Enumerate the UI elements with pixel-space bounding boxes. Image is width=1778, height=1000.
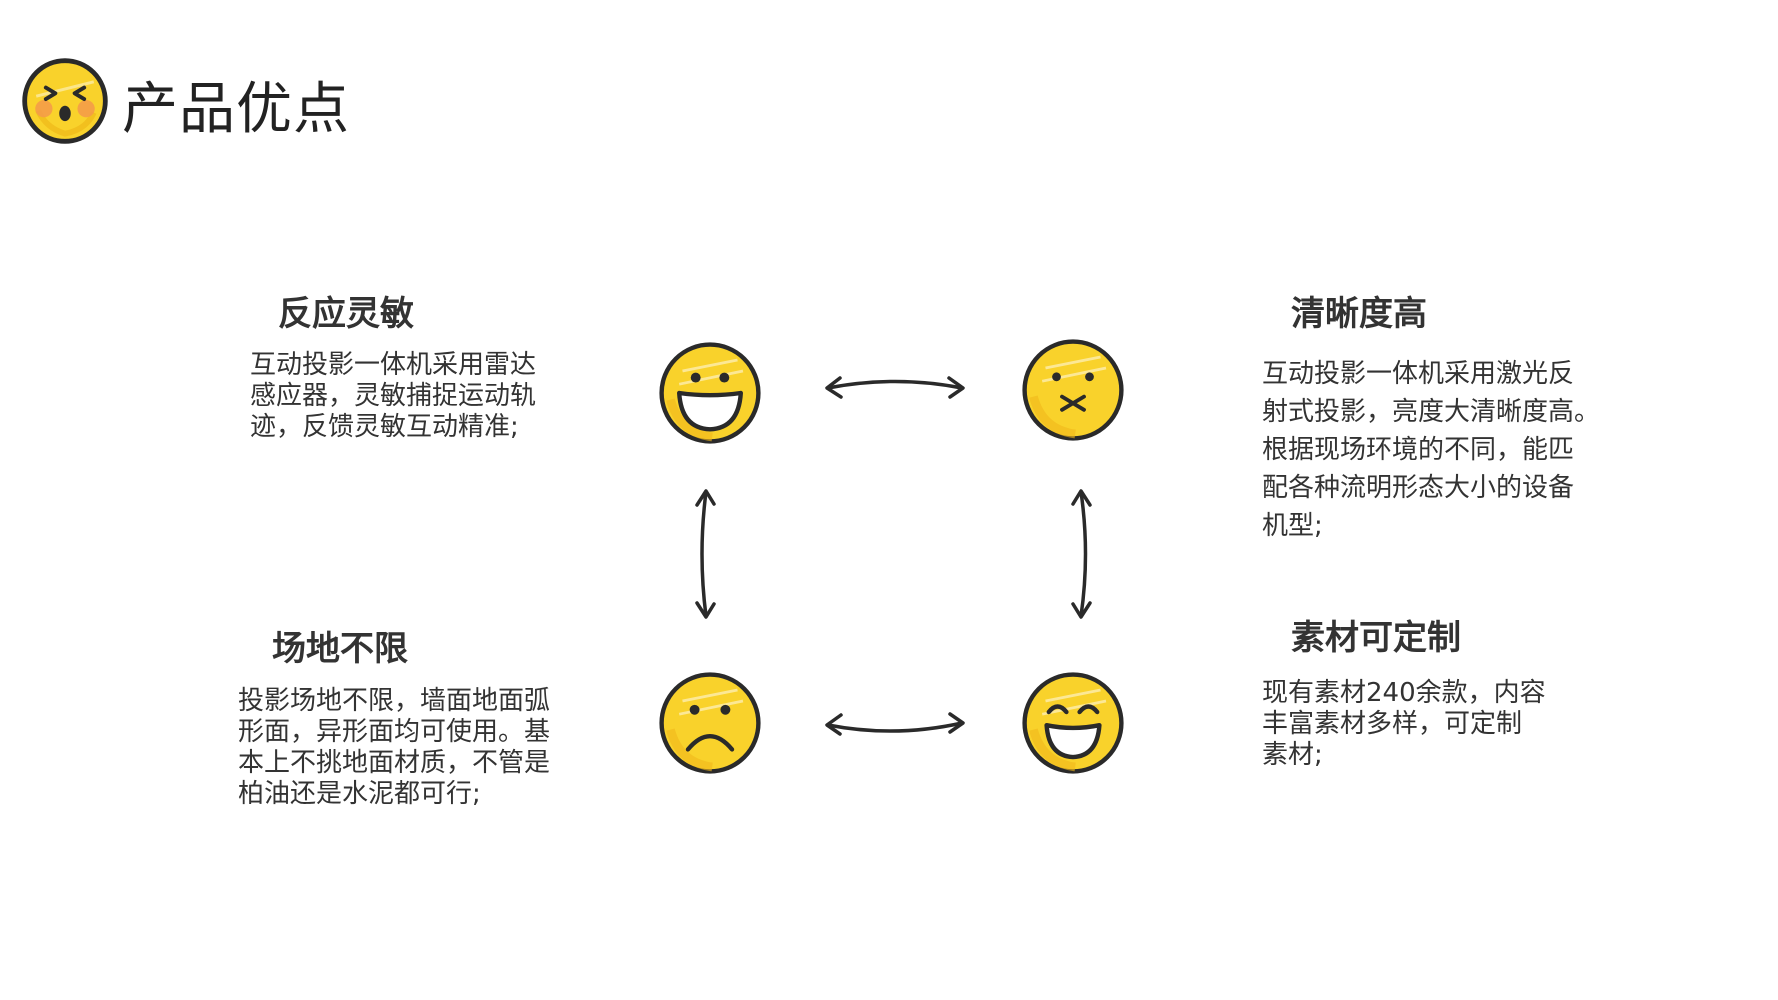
feature-text-responsive: 互动投影一体机采用雷达 感应器，灵敏捕捉运动轨 迹，反馈灵敏互动精准;: [250, 350, 537, 442]
feature-title-customizable: 素材可定制: [1291, 618, 1461, 658]
feature-title-venue: 场地不限: [272, 629, 408, 669]
feature-title-responsive: 反应灵敏: [278, 294, 414, 334]
double-arrow-left: [695, 489, 716, 619]
feature-text-venue: 投影场地不限，墙面地面弧 形面，异形面均可使用。基 本上不挑地面材质，不管是 柏…: [238, 686, 551, 809]
double-arrow-bottom: [825, 712, 965, 736]
feature-title-clarity: 清晰度高: [1291, 294, 1427, 334]
page-title: 产品优点: [122, 77, 350, 142]
feature-text-customizable: 现有素材240余款，内容 丰富素材多样，可定制 素材;: [1262, 678, 1546, 770]
smiling-eyes-face-icon: [1022, 672, 1124, 774]
grinning-face-icon: [659, 342, 761, 444]
double-arrow-right: [1071, 489, 1092, 619]
frowning-face-icon: [659, 672, 761, 774]
muted-face-icon: [1022, 339, 1124, 441]
wincing-face-icon: [22, 58, 108, 144]
double-arrow-top: [825, 376, 965, 399]
feature-text-clarity: 互动投影一体机采用激光反 射式投影，亮度大清晰度高。 根据现场环境的不同，能匹 …: [1262, 359, 1601, 541]
